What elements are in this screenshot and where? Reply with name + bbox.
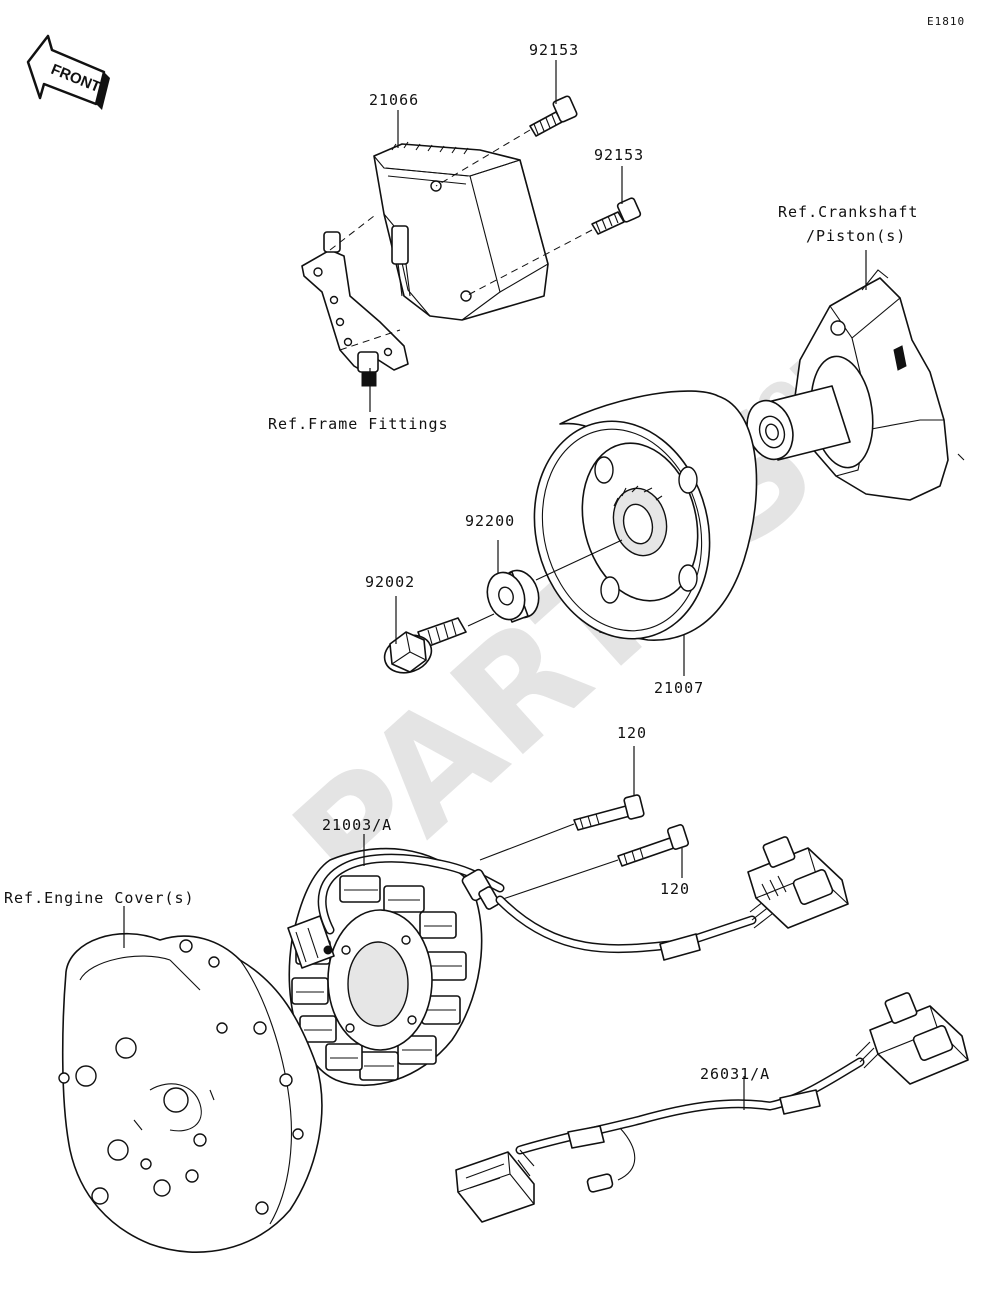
label-21007: 21007 bbox=[654, 679, 704, 697]
label-ref-frame-fittings: Ref.Frame Fittings bbox=[268, 415, 449, 433]
label-21066: 21066 bbox=[369, 91, 419, 109]
label-ref-engine-cover: Ref.Engine Cover(s) bbox=[4, 889, 195, 907]
label-92153-mid: 92153 bbox=[594, 146, 644, 164]
part-26031-harness bbox=[455, 992, 969, 1223]
bracket-dash-1 bbox=[329, 215, 375, 251]
part-92002-flange-bolt bbox=[383, 613, 495, 674]
wire-grommet bbox=[461, 868, 500, 910]
label-120-bottom: 120 bbox=[660, 880, 690, 898]
part-21007-flywheel bbox=[533, 390, 758, 641]
part-92153-bolt-mid bbox=[465, 197, 642, 297]
ref-crankshaft-drawing bbox=[746, 269, 965, 501]
label-120-top: 120 bbox=[617, 724, 647, 742]
label-21003: 21003/A bbox=[322, 816, 392, 834]
diagram-code: E1810 bbox=[927, 15, 965, 28]
part-92153-bolt-top bbox=[435, 95, 578, 187]
harness-sleeve bbox=[659, 933, 701, 961]
part-120-bolt-top bbox=[573, 794, 645, 831]
label-92002: 92002 bbox=[365, 573, 415, 591]
bolt-axis-lines bbox=[479, 823, 619, 901]
harness-wire-outline bbox=[495, 895, 757, 954]
label-26031: 26031/A bbox=[700, 1065, 770, 1083]
label-ref-crankshaft-1: Ref.Crankshaft bbox=[778, 203, 918, 221]
bracket-dash-2 bbox=[339, 329, 401, 351]
part-92200-washer bbox=[486, 569, 540, 623]
label-92200: 92200 bbox=[465, 512, 515, 530]
ref-engine-cover-drawing bbox=[58, 932, 323, 1253]
front-arrow-icon: FRONT bbox=[26, 34, 110, 110]
label-92153-top: 92153 bbox=[529, 41, 579, 59]
part-21066-regulator bbox=[301, 141, 549, 387]
label-ref-crankshaft-2: /Piston(s) bbox=[806, 227, 906, 245]
part-120-bolt-bottom bbox=[617, 824, 690, 867]
flywheel-axis-line bbox=[535, 539, 623, 581]
part-21003-stator bbox=[287, 847, 483, 1087]
stator-connector bbox=[747, 836, 849, 929]
